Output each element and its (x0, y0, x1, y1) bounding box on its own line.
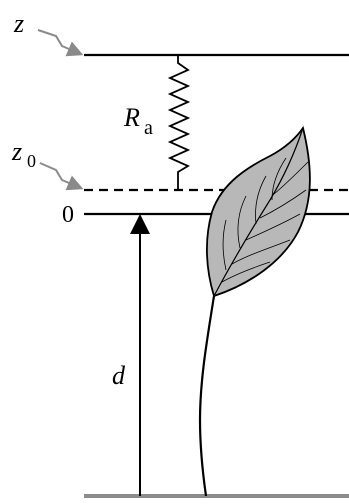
z0-label: z (11, 137, 22, 166)
resistor-zigzag-icon (167, 56, 191, 190)
resistance-subscript: a (144, 117, 153, 139)
resistance-label: R (123, 103, 140, 132)
d-label: d (112, 361, 126, 390)
z-pointer-arrow-icon (37, 29, 84, 57)
z-label: z (13, 9, 24, 38)
zero-label: 0 (62, 202, 74, 228)
z0-subscript: 0 (27, 151, 36, 171)
leaf-icon (206, 125, 311, 298)
z0-pointer-arrow-icon (39, 162, 84, 191)
plant-stem (198, 295, 216, 497)
